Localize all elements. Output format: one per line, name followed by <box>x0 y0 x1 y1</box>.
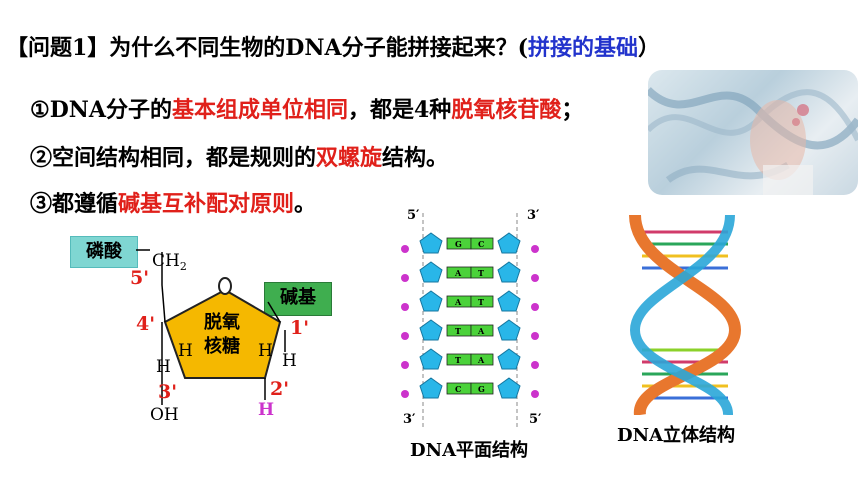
sugar-pentagon-left <box>419 232 443 254</box>
base-letter-left: T <box>455 326 461 336</box>
point-1-red-a: 基本组成单位相同 <box>171 97 348 123</box>
ch2-label: CH2 <box>152 251 187 273</box>
sugar-pentagon-right <box>497 290 521 312</box>
point-2: ②空间结构相同，都是规则的双螺旋结构。 <box>30 140 448 172</box>
c3-number: 3' <box>158 381 177 403</box>
oh-label: OH <box>150 405 179 425</box>
sugar-pentagon <box>163 288 282 379</box>
sugar-pentagon-right <box>497 319 521 341</box>
point-1-text-a: ①DNA分子的 <box>30 97 172 123</box>
base-letter-left: A <box>454 268 462 278</box>
base-letter-left: T <box>455 355 461 365</box>
sugar-pentagon-left <box>419 377 443 399</box>
phosphate-dot <box>531 303 539 311</box>
phosphate-dot <box>531 390 539 398</box>
flat-bottom-left: 3′ <box>403 412 416 427</box>
base-label: 碱基 <box>264 282 332 316</box>
sugar-pentagon-right <box>497 261 521 283</box>
point-2-text-b: 结构。 <box>382 145 449 171</box>
dna-flat-structure: 5′ 3′ 3′ 5′ G C A T A T T A T A C G <box>401 208 542 427</box>
phosphate-dot <box>531 245 539 253</box>
phosphate-dot <box>531 332 539 340</box>
h-c3: H <box>156 357 171 377</box>
flat-bottom-right: 5′ <box>529 412 542 427</box>
point-1-text-c: ； <box>561 97 584 123</box>
base-letter-left: A <box>454 297 462 307</box>
phosphate-dot <box>401 303 409 311</box>
point-3: ③都遵循碱基互补配对原则。 <box>30 186 316 218</box>
sugar-pentagon-right <box>497 232 521 254</box>
deoxyribose-diagram: CH2 脱氧 核糖 H H H H H OH 5' 4' 3' 2' 1' <box>130 249 309 425</box>
sugar-name-2: 核糖 <box>204 335 240 357</box>
question-prefix: 【问题1】为什么不同生物的DNA分子能拼接起来？( <box>6 35 528 61</box>
base-letter-right: T <box>478 268 484 278</box>
base-right <box>470 266 494 279</box>
dna-photo <box>648 70 858 195</box>
base-letter-right: A <box>477 326 485 336</box>
c2-number: 2' <box>270 378 289 400</box>
sugar-pentagon-right <box>497 348 521 370</box>
sugar-pentagon-left <box>419 261 443 283</box>
point-2-red: 双螺旋 <box>316 145 383 171</box>
helix-strand-blue <box>629 214 735 415</box>
base-right <box>470 295 494 308</box>
c4-bond <box>161 284 166 323</box>
point-3-text-a: ③都遵循 <box>30 191 119 217</box>
c4-number: 4' <box>136 313 155 335</box>
helix-caption: DNA立体结构 <box>617 425 736 446</box>
phosphate-label: 磷酸 <box>70 236 138 268</box>
base-bond <box>267 301 281 323</box>
sugar-pentagon-left <box>419 319 443 341</box>
ring-oxygen <box>218 277 232 295</box>
base-letter-left: C <box>455 384 461 394</box>
base-right <box>470 382 494 395</box>
point-1-red-b: 脱氧核苷酸 <box>451 97 562 123</box>
sugar-name-1: 脱氧 <box>204 311 240 333</box>
question-title: 【问题1】为什么不同生物的DNA分子能拼接起来？(拼接的基础） <box>6 30 660 62</box>
flat-top-right: 3′ <box>527 208 540 223</box>
flat-pairs-group: G C A T A T T A T A C G <box>401 232 539 399</box>
point-3-red: 碱基互补配对原则 <box>118 191 295 217</box>
sugar-pentagon-left <box>419 348 443 370</box>
flat-caption: DNA平面结构 <box>410 440 529 461</box>
base-right <box>470 237 494 250</box>
phosphate-dot <box>401 274 409 282</box>
c5-number: 5' <box>130 267 149 289</box>
phosphate-dot <box>401 245 409 253</box>
base-letter-right: A <box>477 355 485 365</box>
question-highlight: 拼接的基础 <box>527 35 638 61</box>
question-suffix: ） <box>638 35 661 61</box>
dna-helix-structure <box>629 214 742 415</box>
base-letter-right: G <box>478 384 485 394</box>
phosphate-dot <box>401 390 409 398</box>
base-right <box>470 324 494 337</box>
sugar-pentagon-right <box>497 377 521 399</box>
point-2-text-a: ②空间结构相同，都是规则的 <box>30 145 317 171</box>
point-3-text-b: 。 <box>294 191 317 217</box>
helix-strand-orange <box>629 214 742 415</box>
phosphate-dot <box>401 361 409 369</box>
h-c1: H <box>282 351 297 371</box>
c1-number: 1' <box>290 317 309 339</box>
phosphate-dot <box>531 274 539 282</box>
point-1-text-b: ，都是4种 <box>348 97 452 123</box>
base-letter-right: C <box>478 239 484 249</box>
phosphate-dot <box>531 361 539 369</box>
h-c1-inner: H <box>258 341 273 361</box>
base-right <box>470 353 494 366</box>
base-letter-left: G <box>455 239 462 249</box>
phosphate-dot <box>401 332 409 340</box>
base-letter-right: T <box>478 297 484 307</box>
sugar-pentagon-left <box>419 290 443 312</box>
h-c2: H <box>258 400 274 420</box>
h-c4: H <box>178 341 193 361</box>
dna-photo-art <box>648 87 858 195</box>
flat-top-left: 5′ <box>407 208 420 223</box>
point-1: ①DNA分子的基本组成单位相同，都是4种脱氧核苷酸； <box>30 92 583 124</box>
